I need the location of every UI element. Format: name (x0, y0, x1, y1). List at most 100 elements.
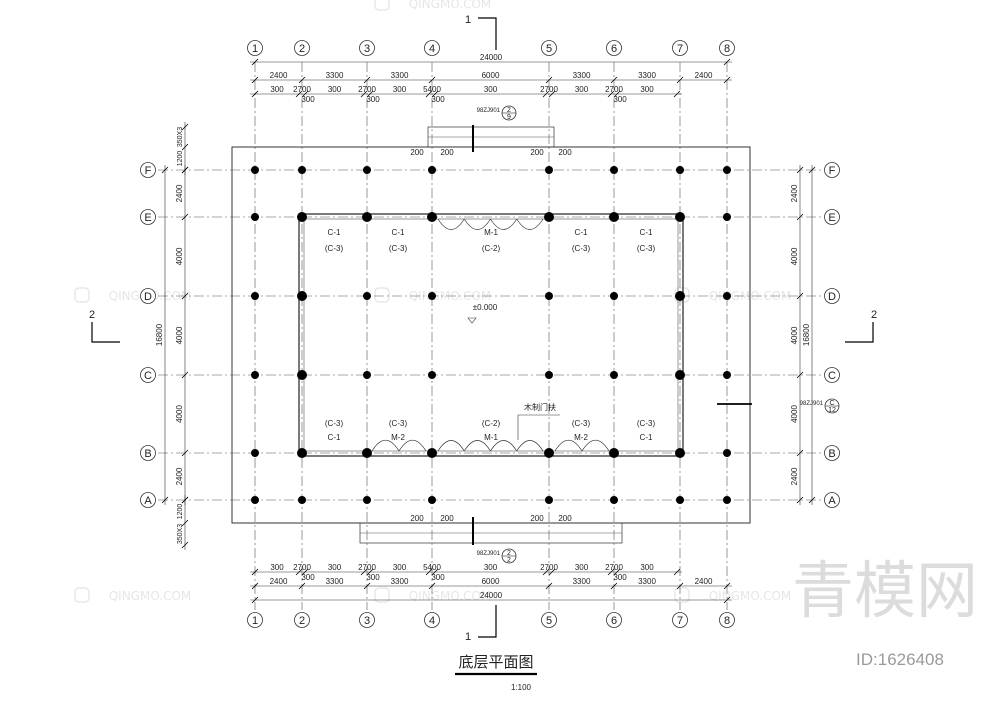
axis-label-right: B (828, 448, 835, 460)
dimension-value: 200 (558, 148, 572, 157)
axis-label-right: D (828, 291, 836, 303)
building-outline (91, 17, 874, 638)
dimension-value: 3300 (326, 577, 344, 586)
axis-bubble-bottom (606, 612, 622, 628)
dimension-tick (181, 519, 189, 527)
dimension-value: 3300 (391, 577, 409, 586)
opening-label: (C-3) (325, 244, 344, 253)
column (723, 496, 731, 504)
opening-label: C-1 (328, 433, 341, 442)
column (427, 212, 437, 222)
column (675, 291, 685, 301)
dimension-tick (366, 90, 374, 98)
opening-label: M-2 (574, 433, 588, 442)
dimension-tick (796, 371, 804, 379)
opening-label: (C-3) (637, 244, 656, 253)
opening-label: C-1 (640, 433, 653, 442)
axis-bubble-left (140, 162, 156, 178)
dimension-value: 2700 (540, 563, 558, 572)
dimension-tick (363, 582, 371, 590)
dimension-tick (548, 568, 556, 576)
column (723, 213, 731, 221)
dimension-tick (808, 496, 816, 504)
dimension-value: 2400 (175, 184, 184, 202)
column (428, 371, 436, 379)
dimension-tick (723, 582, 731, 590)
column (251, 371, 259, 379)
dimension-tick (431, 568, 439, 576)
dimension-tick (161, 496, 169, 504)
dimension-value: 300 (328, 563, 342, 572)
column (363, 166, 371, 174)
dimension-value: 2700 (293, 563, 311, 572)
axis-bubble-bottom (541, 612, 557, 628)
column (298, 496, 306, 504)
door-swing-m1-bottom (490, 440, 518, 452)
dimension-value: 200 (530, 148, 544, 157)
watermark-text: QINGMO.COM (409, 589, 492, 603)
dimension-tick (298, 76, 306, 84)
dimension-value: 300 (270, 85, 284, 94)
opening-label: (C-3) (325, 419, 344, 428)
column (544, 448, 554, 458)
axis-bubble-left (140, 367, 156, 383)
axis-label-left: E (144, 212, 151, 224)
dimension-tick (181, 449, 189, 457)
dimension-tick (676, 582, 684, 590)
axis-bubble-right (824, 445, 840, 461)
dimension-value: 3300 (573, 577, 591, 586)
dimension-value: 3300 (638, 71, 656, 80)
dimension-tick (366, 568, 374, 576)
drawing-title: 底层平面图 (458, 654, 533, 671)
watermark-logo-icon (374, 0, 390, 11)
watermark-logo-icon (674, 287, 690, 303)
watermark-big-logo: 青模网 (792, 554, 978, 627)
dimension-value: 4000 (175, 326, 184, 344)
dimension-tick (251, 58, 259, 66)
door-swing-m1-bottom (516, 440, 544, 452)
column (251, 166, 259, 174)
axis-label-right: A (828, 495, 836, 507)
opening-label: (C-3) (389, 419, 408, 428)
dimension-tick (796, 496, 804, 504)
dimension-tick (295, 568, 303, 576)
opening-label: C-1 (392, 228, 405, 237)
dimension-tick (548, 90, 556, 98)
column (251, 496, 259, 504)
dimension-tick (181, 496, 189, 504)
axis-bubble-right (824, 209, 840, 225)
dimension-value: 300 (640, 85, 654, 94)
dimension-tick (545, 76, 553, 84)
dimension-tick (428, 582, 436, 590)
column (297, 291, 307, 301)
axis-bubble-top (719, 40, 735, 56)
opening-label: (C-3) (572, 244, 591, 253)
dimension-value: 300 (328, 85, 342, 94)
axis-label-left: F (145, 165, 152, 177)
dimension-value: 2400 (695, 71, 713, 80)
column (428, 166, 436, 174)
column (251, 449, 259, 457)
column (297, 212, 307, 222)
dimension-value: 6000 (482, 577, 500, 586)
dimension-value: 300 (484, 563, 498, 572)
axis-label-right: C (828, 370, 836, 382)
column (610, 371, 618, 379)
dimension-tick (613, 90, 621, 98)
axis-label-left: C (144, 370, 152, 382)
column (610, 496, 618, 504)
dimension-value: 200 (410, 514, 424, 523)
column (363, 371, 371, 379)
dimension-value: 1200 (177, 151, 184, 167)
axis-label-top: 3 (364, 43, 370, 55)
column (544, 212, 554, 222)
dimension-value: 2400 (270, 577, 288, 586)
dimension-tick (161, 166, 169, 174)
dimension-tick (360, 90, 368, 98)
axis-label-top: 1 (252, 43, 258, 55)
dimension-tick (425, 568, 433, 576)
dimension-value: 200 (558, 514, 572, 523)
